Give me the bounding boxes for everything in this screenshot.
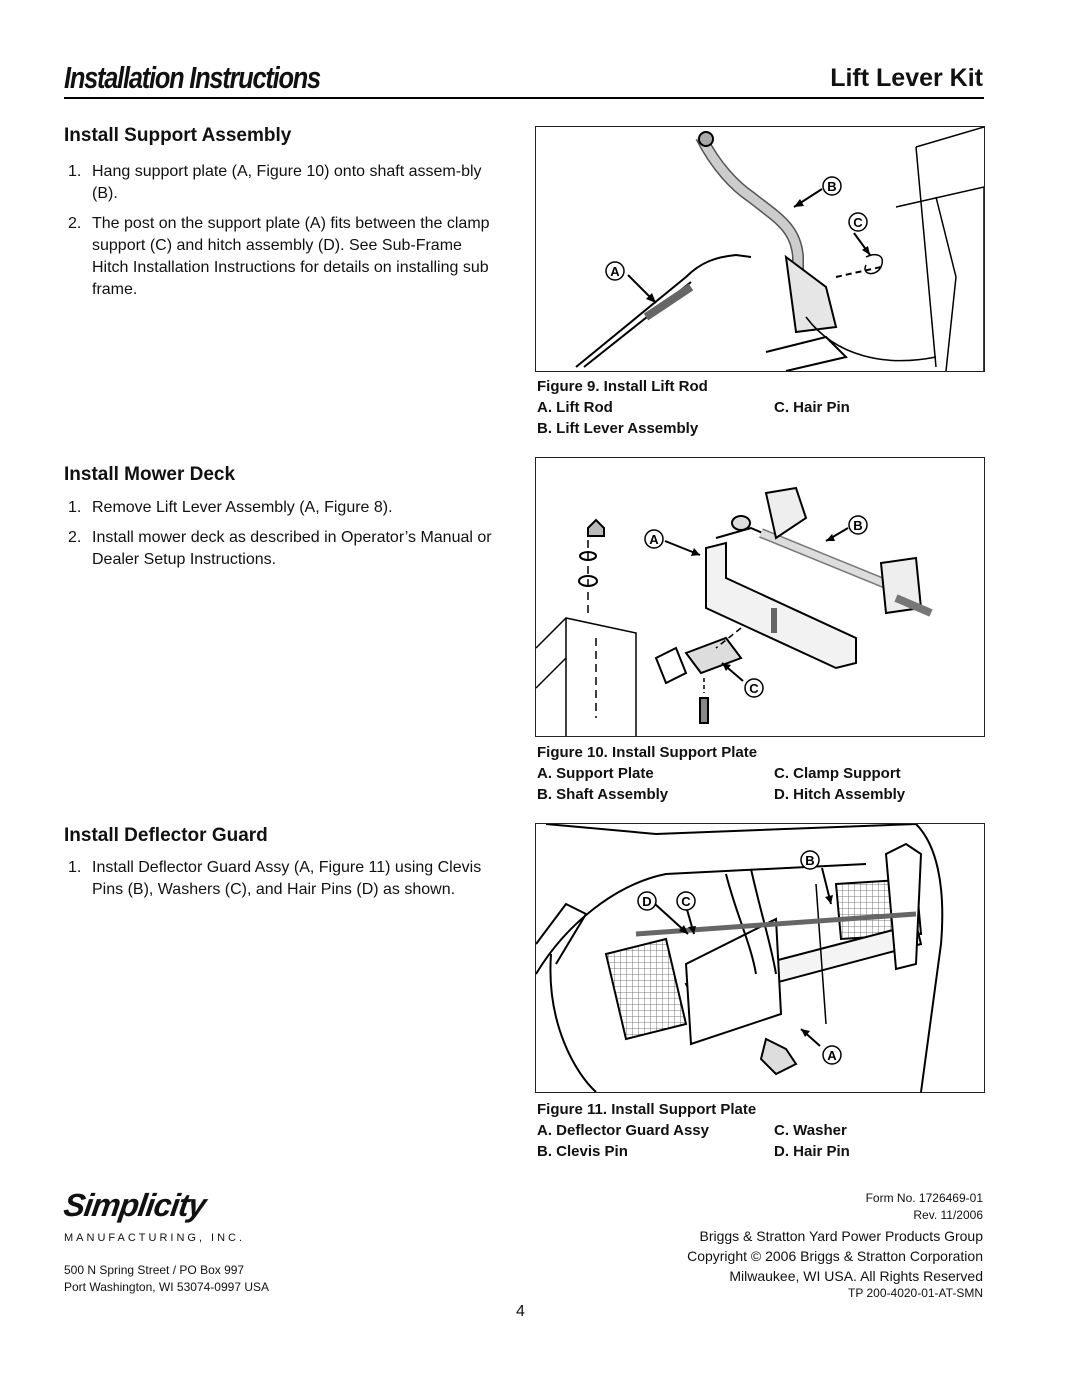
- legend-item: A. Deflector Guard Assy: [537, 1122, 709, 1139]
- step-item: 1.Hang support plate (A, Figure 10) onto…: [68, 163, 482, 202]
- legend-item: C. Hair Pin: [774, 399, 850, 416]
- step-item: 1.Remove Lift Lever Assembly (A, Figure …: [68, 499, 393, 516]
- address-line: 500 N Spring Street / PO Box 997: [64, 1263, 245, 1277]
- legend-item: C. Clamp Support: [774, 765, 901, 782]
- manufacturing-label: MANUFACTURING, INC.: [64, 1232, 246, 1244]
- callout-b-label: B: [853, 518, 862, 533]
- lift-rod-drawing: A B C: [575, 127, 984, 371]
- figure-caption: Figure 10. Install Support Plate: [537, 744, 758, 761]
- section-heading-guard: Install Deflector Guard: [64, 825, 268, 846]
- page-number: 4: [516, 1303, 525, 1320]
- rights-line: Milwaukee, WI USA. All Rights Reserved: [729, 1268, 983, 1284]
- figure-10-caption-block: Figure 10. Install Support Plate A. Supp…: [537, 742, 983, 805]
- support-plate-drawing: A B C: [536, 486, 933, 736]
- callout-a: [644, 529, 664, 549]
- deflector-guard-drawing: B D C A: [536, 824, 944, 1092]
- callout-b-label: B: [805, 853, 814, 868]
- guard-steps: 1.Install Deflector Guard Assy (A, Figur…: [64, 857, 494, 909]
- company-group: Briggs & Stratton Yard Power Products Gr…: [699, 1228, 983, 1244]
- step-item: 1.Install Deflector Guard Assy (A, Figur…: [68, 859, 482, 898]
- address-block: 500 N Spring Street / PO Box 997 Port Wa…: [64, 1262, 269, 1296]
- callout-b: [822, 176, 842, 196]
- form-info: Form No. 1726469-01 Rev. 11/2006: [866, 1190, 983, 1224]
- figure-9-caption-block: Figure 9. Install Lift Rod A. Lift Rod C.…: [537, 376, 983, 439]
- callout-c: [848, 212, 868, 232]
- callout-a-label: A: [649, 532, 659, 547]
- step-item: 2.The post on the support plate (A) fits…: [68, 215, 490, 298]
- legend-item: A. Support Plate: [537, 765, 654, 782]
- form-number: Form No. 1726469-01: [865, 1191, 983, 1205]
- callout-c-label: C: [749, 681, 759, 696]
- callout-c-label: C: [681, 894, 691, 909]
- callout-b: [848, 515, 868, 535]
- header-rule: [64, 97, 984, 99]
- legend-item: B. Clevis Pin: [537, 1143, 628, 1160]
- figure-10-illustration: A B C: [535, 457, 985, 737]
- address-line: Port Washington, WI 53074-0997 USA: [64, 1280, 269, 1294]
- section-heading-deck: Install Mower Deck: [64, 464, 236, 485]
- callout-c: [676, 891, 696, 911]
- figure-11-caption-block: Figure 11. Install Support Plate A. Defl…: [537, 1099, 983, 1162]
- callout-b: [800, 850, 820, 870]
- deck-steps: 1.Remove Lift Lever Assembly (A, Figure …: [64, 497, 494, 579]
- callout-d: [637, 891, 657, 911]
- callout-c-label: C: [853, 215, 863, 230]
- callout-a: [822, 1045, 842, 1065]
- figure-caption: Figure 11. Install Support Plate: [537, 1101, 757, 1118]
- figure-11-illustration: B D C A: [535, 823, 985, 1093]
- copyright-line: Copyright © 2006 Briggs & Stratton Corpo…: [687, 1248, 983, 1264]
- callout-a-label: A: [827, 1048, 837, 1063]
- header-kit-title: Lift Lever Kit: [830, 64, 983, 92]
- legend-item: C. Washer: [774, 1122, 847, 1139]
- tp-number: TP 200-4020-01-AT-SMN: [848, 1286, 983, 1300]
- legend-item: D. Hitch Assembly: [774, 786, 906, 803]
- simplicity-logo: Simplicity: [61, 1187, 208, 1223]
- callout-a-label: A: [610, 264, 620, 279]
- callout-d-label: D: [642, 894, 651, 909]
- figure-caption: Figure 9. Install Lift Rod: [537, 378, 708, 395]
- legend-item: B. Shaft Assembly: [537, 786, 669, 803]
- callout-b-label: B: [827, 179, 836, 194]
- callout-c: [744, 678, 764, 698]
- step-item: 2.Install mower deck as described in Ope…: [68, 529, 492, 568]
- revision: Rev. 11/2006: [913, 1208, 983, 1222]
- figure-9-illustration: A B C: [535, 126, 985, 372]
- support-steps: 1.Hang support plate (A, Figure 10) onto…: [64, 161, 494, 309]
- legend-item: D. Hair Pin: [774, 1143, 850, 1160]
- copyright-block: Briggs & Stratton Yard Power Products Gr…: [687, 1226, 983, 1286]
- callout-a: [605, 261, 625, 281]
- section-heading-support: Install Support Assembly: [64, 125, 292, 146]
- legend-item: A. Lift Rod: [537, 399, 613, 416]
- header-title: Installation Instructions: [64, 60, 321, 95]
- legend-item: B. Lift Lever Assembly: [537, 420, 699, 437]
